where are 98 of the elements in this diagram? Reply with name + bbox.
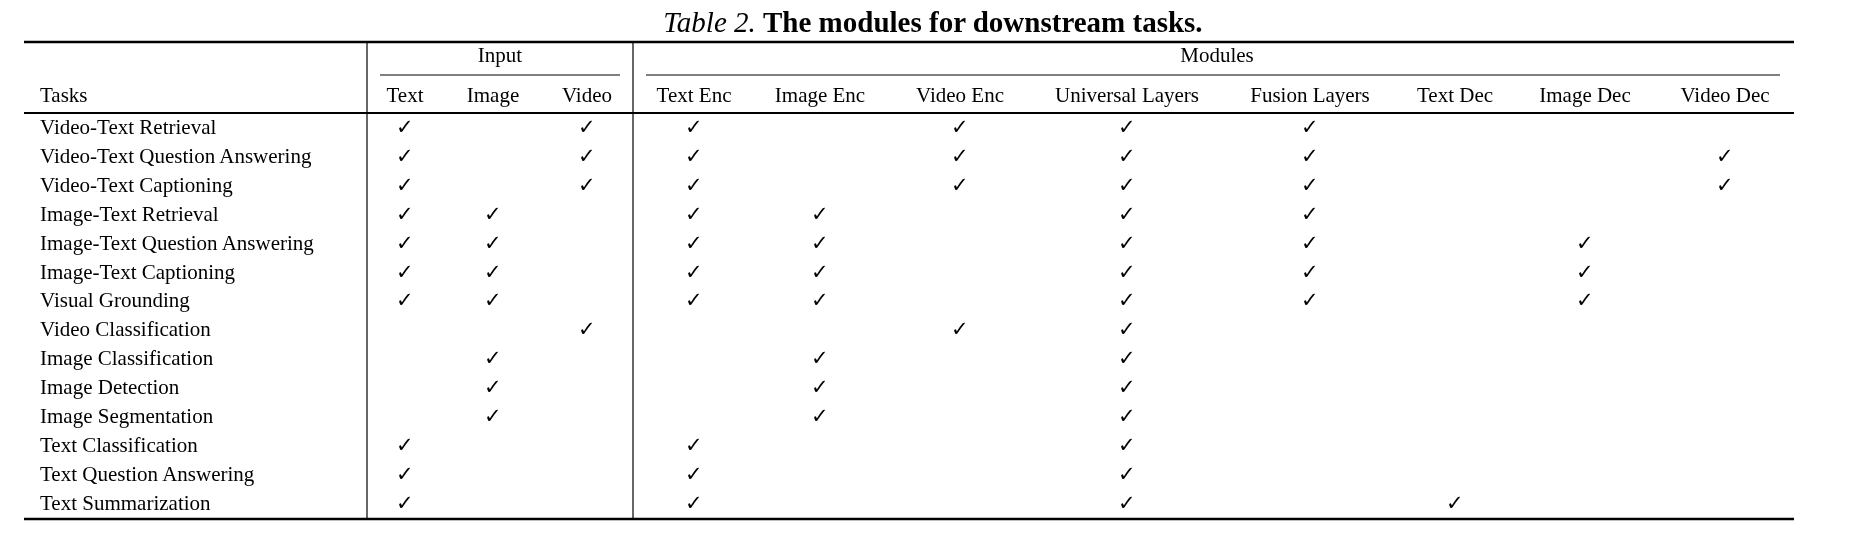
checkmark: ✓ bbox=[1118, 375, 1136, 400]
checkmark: ✓ bbox=[685, 288, 703, 313]
row-header: Video Classification bbox=[40, 317, 211, 342]
checkmark: ✓ bbox=[1716, 172, 1734, 197]
checkmark: ✓ bbox=[685, 259, 703, 284]
checkmark: ✓ bbox=[578, 172, 596, 197]
checkmark: ✓ bbox=[811, 375, 829, 400]
checkmark: ✓ bbox=[951, 317, 969, 342]
checkmark: ✓ bbox=[685, 115, 703, 139]
checkmark: ✓ bbox=[1118, 346, 1136, 371]
checkmark: ✓ bbox=[1118, 115, 1136, 139]
checkmark: ✓ bbox=[578, 143, 596, 168]
checkmark: ✓ bbox=[1118, 432, 1136, 457]
row-header: Image-Text Captioning bbox=[40, 259, 236, 284]
checkmark: ✓ bbox=[811, 230, 829, 255]
row-header: Text Question Answering bbox=[40, 461, 255, 486]
checkmark: ✓ bbox=[811, 201, 829, 226]
column-header: Video Enc bbox=[916, 83, 1004, 107]
checkmark: ✓ bbox=[1576, 259, 1594, 284]
column-header: Universal Layers bbox=[1055, 83, 1199, 107]
checkmark: ✓ bbox=[1118, 490, 1136, 515]
checkmark: ✓ bbox=[578, 317, 596, 342]
checkmark: ✓ bbox=[685, 172, 703, 197]
checkmark: ✓ bbox=[396, 259, 414, 284]
checkmark: ✓ bbox=[484, 404, 502, 428]
row-header: Video-Text Retrieval bbox=[40, 115, 217, 139]
checkmark: ✓ bbox=[396, 490, 414, 515]
row-header: Image Classification bbox=[40, 346, 214, 371]
checkmark: ✓ bbox=[484, 201, 502, 226]
checkmark: ✓ bbox=[1118, 259, 1136, 284]
row-header: Image-Text Question Answering bbox=[40, 230, 314, 255]
column-header: Video bbox=[561, 83, 613, 107]
checkmark: ✓ bbox=[1716, 143, 1734, 168]
checkmark: ✓ bbox=[396, 288, 414, 313]
checkmark: ✓ bbox=[1301, 259, 1319, 284]
checkmark: ✓ bbox=[685, 461, 703, 486]
checkmark: ✓ bbox=[1118, 461, 1136, 486]
checkmark: ✓ bbox=[1118, 317, 1136, 342]
row-header: Text Classification bbox=[40, 432, 198, 457]
row-header: Image Segmentation bbox=[40, 404, 214, 428]
checkmark: ✓ bbox=[1118, 172, 1136, 197]
checkmark: ✓ bbox=[396, 201, 414, 226]
row-header: Video-Text Captioning bbox=[40, 172, 233, 197]
checkmark: ✓ bbox=[811, 404, 829, 428]
checkmark: ✓ bbox=[951, 143, 969, 168]
checkmark: ✓ bbox=[396, 143, 414, 168]
checkmark: ✓ bbox=[1301, 230, 1319, 255]
checkmark: ✓ bbox=[1118, 143, 1136, 168]
checkmark: ✓ bbox=[951, 115, 969, 139]
column-group-header: Modules bbox=[1180, 43, 1254, 67]
checkmark: ✓ bbox=[1576, 288, 1594, 313]
checkmark: ✓ bbox=[951, 172, 969, 197]
checkmark: ✓ bbox=[685, 143, 703, 168]
checkmark: ✓ bbox=[1118, 288, 1136, 313]
checkmark: ✓ bbox=[685, 201, 703, 226]
table-title: Table 2. The modules for downstream tasks. bbox=[662, 6, 1204, 39]
checkmark: ✓ bbox=[685, 432, 703, 457]
checkmark: ✓ bbox=[1118, 404, 1136, 428]
row-header: Visual Grounding bbox=[40, 288, 190, 313]
checkmark: ✓ bbox=[484, 230, 502, 255]
checkmark: ✓ bbox=[1118, 201, 1136, 226]
checkmark: ✓ bbox=[396, 461, 414, 486]
checkmark: ✓ bbox=[1301, 288, 1319, 313]
checkmark: ✓ bbox=[484, 375, 502, 400]
checkmark: ✓ bbox=[811, 259, 829, 284]
checkmark: ✓ bbox=[1301, 143, 1319, 168]
row-header: Image-Text Retrieval bbox=[40, 201, 219, 226]
column-header: Image Enc bbox=[774, 83, 866, 107]
column-header: Text bbox=[386, 83, 424, 107]
checkmark: ✓ bbox=[1118, 230, 1136, 255]
checkmark: ✓ bbox=[1301, 172, 1319, 197]
checkmark: ✓ bbox=[685, 230, 703, 255]
row-header: Image Detection bbox=[40, 375, 180, 400]
column-header: Image Dec bbox=[1539, 83, 1631, 107]
checkmark: ✓ bbox=[811, 346, 829, 371]
column-header: Video Dec bbox=[1680, 83, 1770, 107]
column-group-header: Input bbox=[477, 43, 523, 67]
checkmark: ✓ bbox=[578, 115, 596, 139]
row-header: Text Summarization bbox=[40, 490, 211, 515]
checkmark: ✓ bbox=[396, 230, 414, 255]
checkmark: ✓ bbox=[396, 115, 414, 139]
checkmark: ✓ bbox=[484, 288, 502, 313]
checkmark: ✓ bbox=[1301, 115, 1319, 139]
checkmark: ✓ bbox=[484, 346, 502, 371]
column-header: Fusion Layers bbox=[1250, 83, 1370, 107]
column-header: Text Dec bbox=[1416, 83, 1494, 107]
checkmark: ✓ bbox=[1446, 490, 1464, 515]
checkmark: ✓ bbox=[1576, 230, 1594, 255]
checkmark: ✓ bbox=[811, 288, 829, 313]
checkmark: ✓ bbox=[396, 172, 414, 197]
checkmark: ✓ bbox=[396, 432, 414, 457]
column-header: Tasks bbox=[40, 83, 88, 107]
checkmark: ✓ bbox=[685, 490, 703, 515]
column-header: Text Enc bbox=[656, 83, 732, 107]
row-header: Video-Text Question Answering bbox=[40, 143, 312, 168]
checkmark: ✓ bbox=[484, 259, 502, 284]
checkmark: ✓ bbox=[1301, 201, 1319, 226]
column-header: Image bbox=[466, 83, 520, 107]
